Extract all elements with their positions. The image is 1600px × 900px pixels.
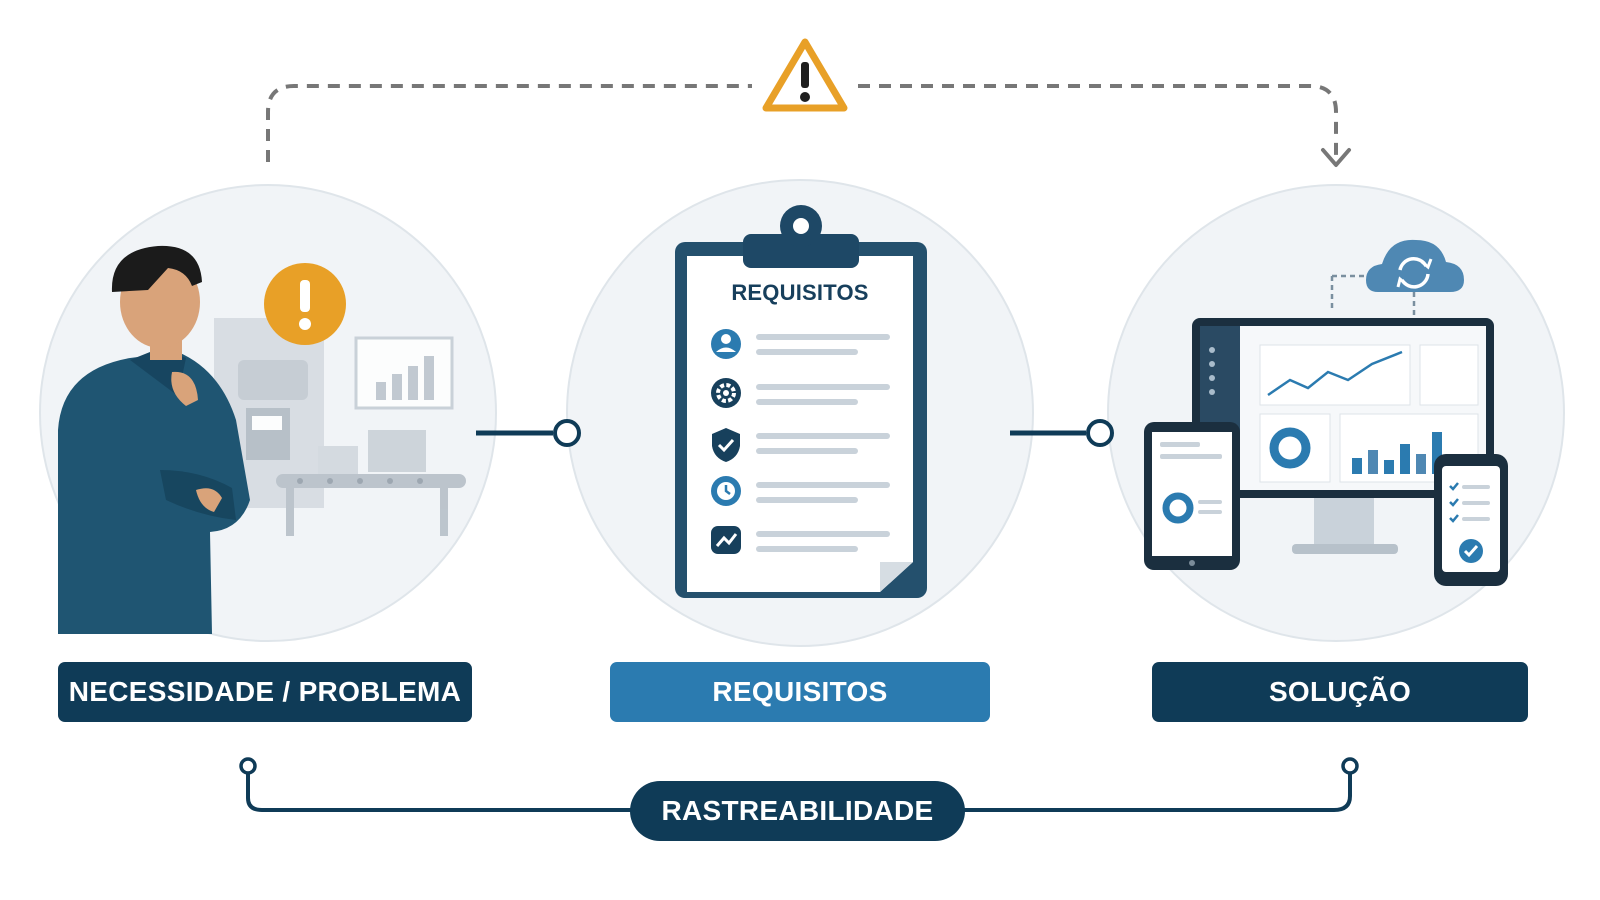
stage-label-need: NECESSIDADE / PROBLEMA — [58, 662, 472, 722]
requirement-item — [711, 329, 890, 359]
stage-label-solution: SOLUÇÃO — [1152, 662, 1528, 722]
connector-requirements-solution — [1010, 419, 1114, 447]
requirement-list — [711, 329, 890, 554]
smartphone-device — [1434, 454, 1508, 586]
requirement-item — [711, 378, 890, 408]
thinking-person-illustration — [58, 245, 250, 634]
traceability-label: RASTREABILIDADE — [630, 781, 965, 841]
cloud-sync-icon — [1330, 239, 1464, 318]
alert-icon — [264, 263, 346, 345]
requirement-item — [711, 476, 890, 506]
tablet-device — [1144, 422, 1240, 570]
feedback-loop — [266, 84, 1351, 167]
clipboard-title: REQUISITOS — [731, 280, 869, 305]
factory-scene — [214, 318, 466, 536]
warning-triangle-icon — [762, 38, 848, 112]
connector-need-requirements — [476, 419, 581, 447]
requirement-item — [711, 526, 890, 554]
stage-label-requirements: REQUISITOS — [610, 662, 990, 722]
requirement-item — [712, 428, 890, 462]
